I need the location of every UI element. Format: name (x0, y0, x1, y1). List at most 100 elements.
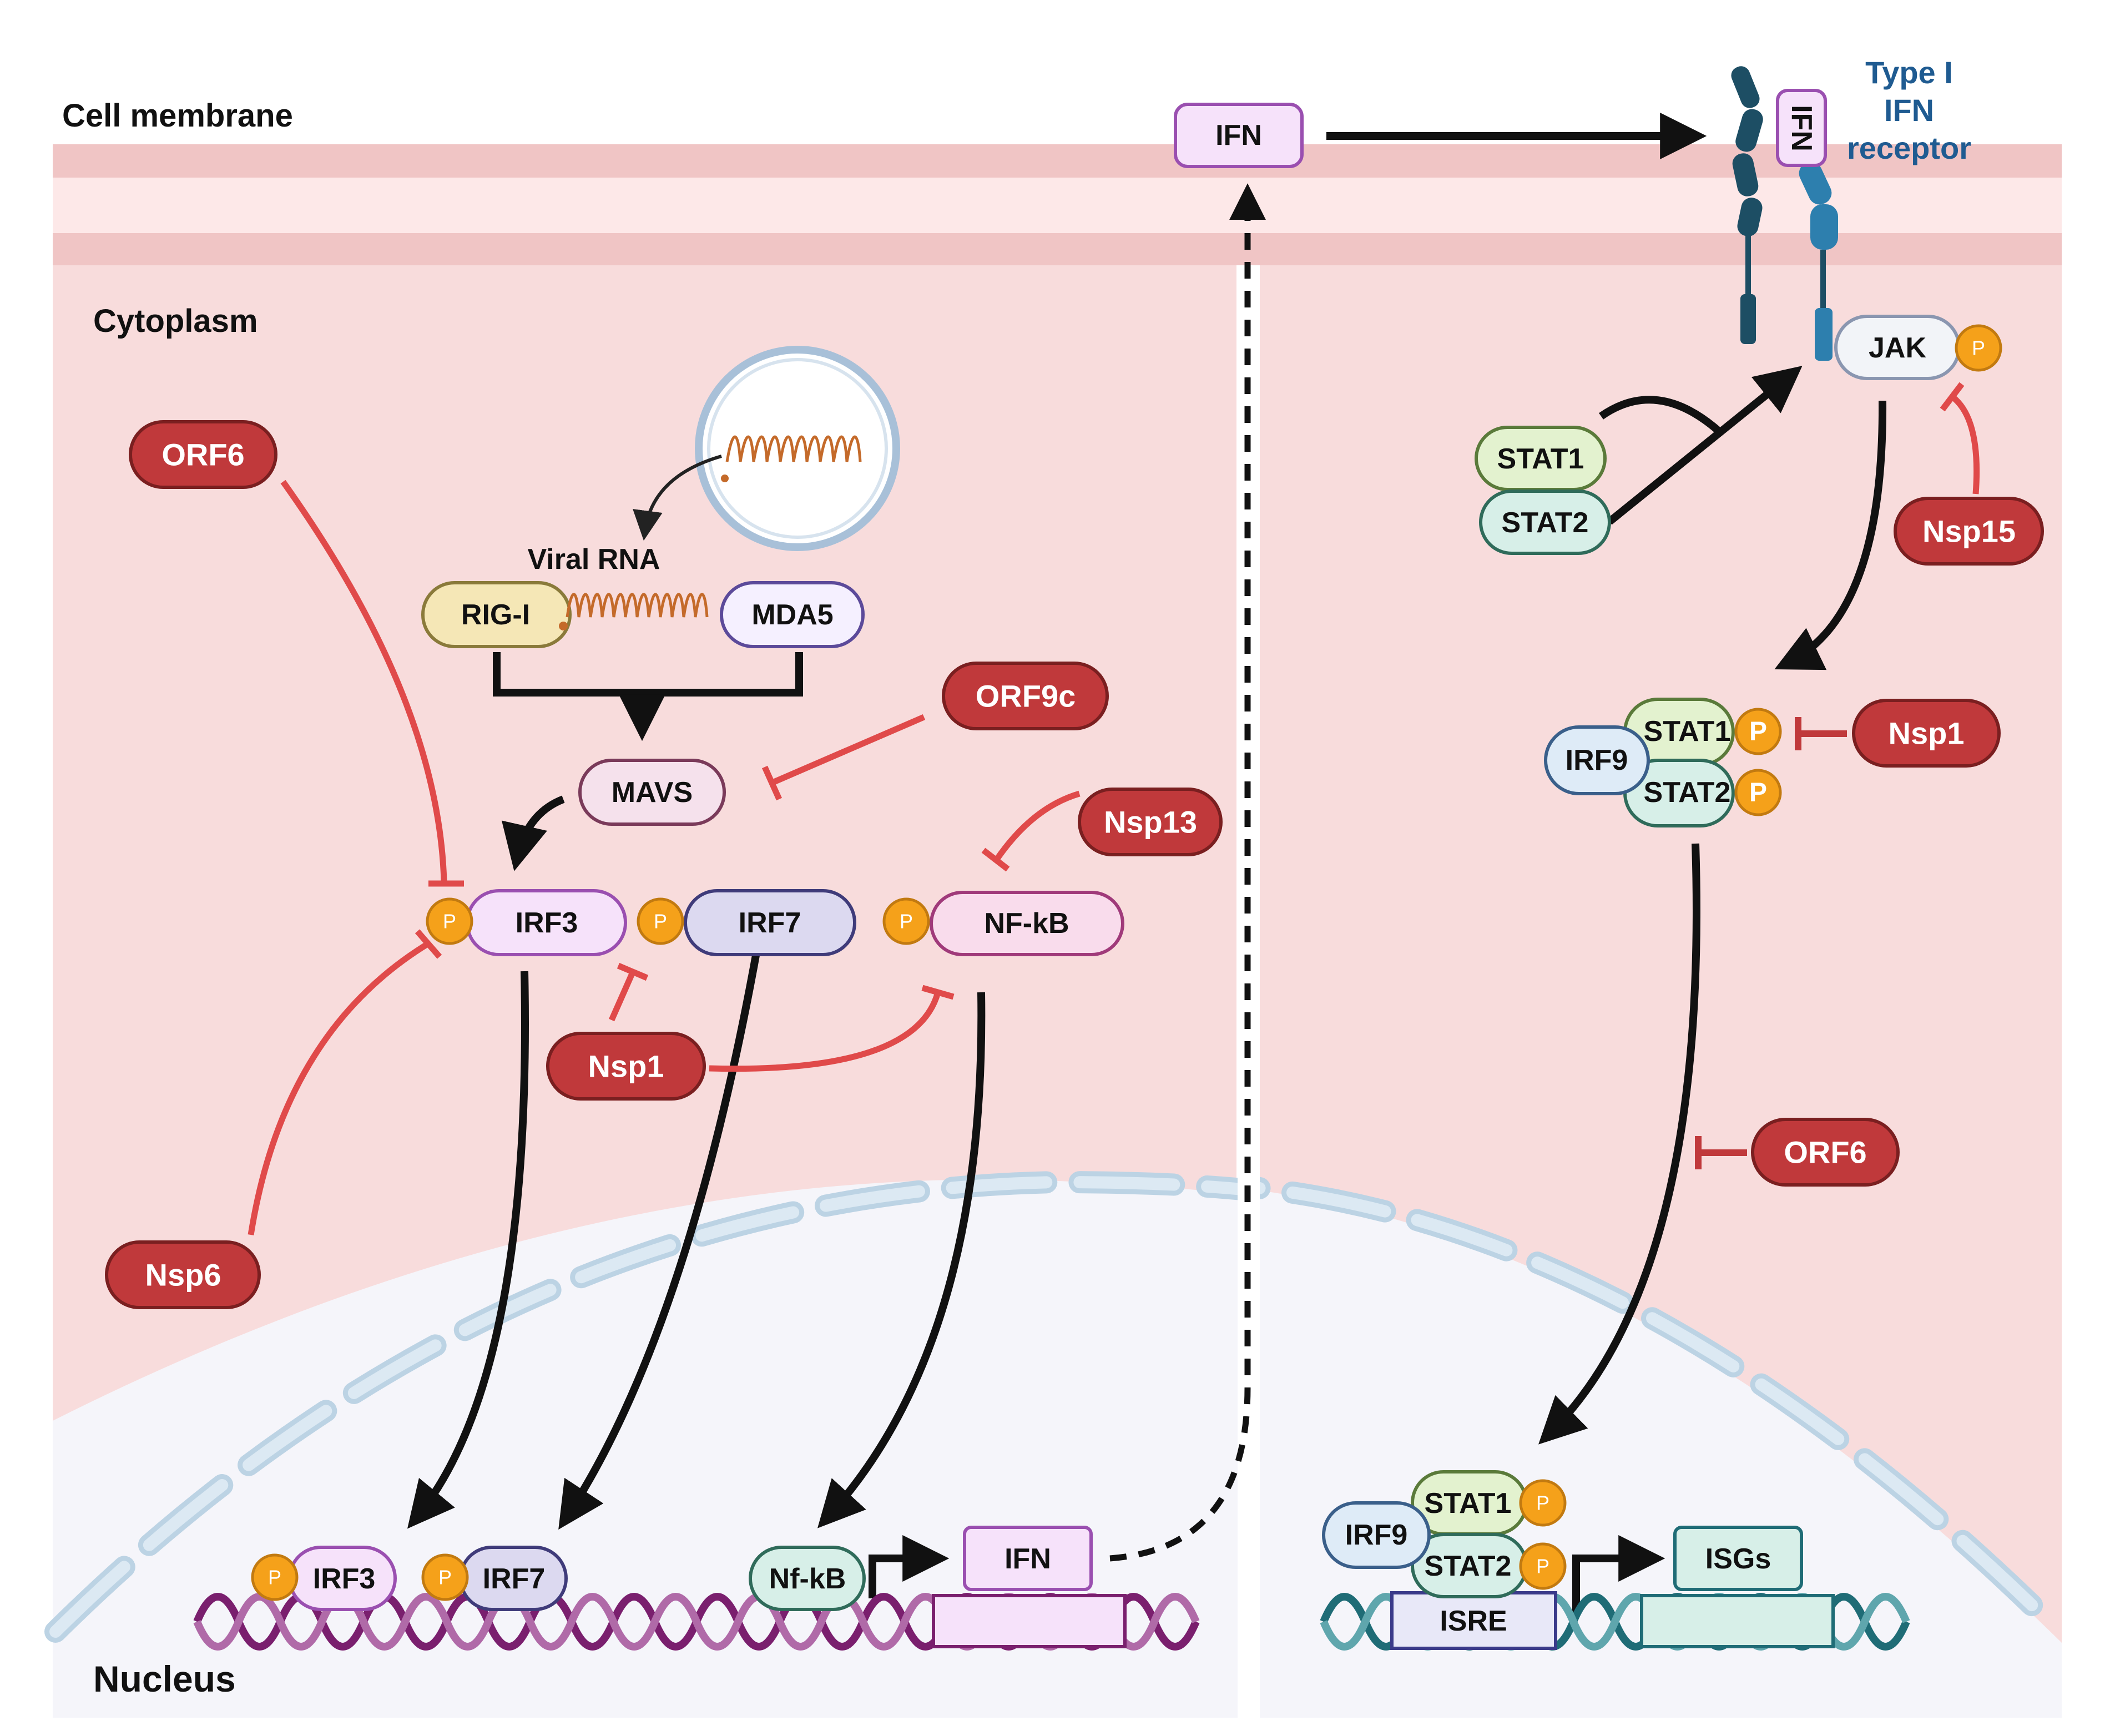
svg-text:STAT1: STAT1 (1644, 715, 1731, 748)
svg-text:P: P (900, 910, 913, 933)
svg-text:P: P (1536, 1555, 1549, 1578)
inhibit-nsp15-jak (1950, 394, 1980, 494)
svg-text:P: P (268, 1566, 281, 1589)
arrow-stat1-curve (1598, 396, 1720, 433)
jak-protein: JAK P (1834, 315, 2002, 380)
svg-text:Nsp1: Nsp1 (588, 1049, 664, 1084)
inhibit-orf9c-mavs (771, 714, 926, 786)
arrow-stat-complex-to-nucleus (1538, 843, 1700, 1445)
svg-text:IRF3: IRF3 (516, 907, 578, 939)
membrane-inner-band (53, 178, 2062, 233)
nuclear-isgf3-complex: STAT1 STAT2 IRF9 P P (1322, 1470, 1567, 1598)
nfkb-phospho-badge (882, 897, 930, 945)
arrow-irf7-to-nucleus (558, 945, 761, 1530)
stat1-protein: STAT1 (1475, 426, 1607, 491)
svg-text:Nsp13: Nsp13 (1104, 805, 1197, 840)
svg-text:Nsp15: Nsp15 (1922, 514, 2016, 549)
isg-gene-box (1640, 1594, 1835, 1648)
svg-text:STAT2: STAT2 (1502, 507, 1589, 539)
svg-text:IRF3: IRF3 (313, 1563, 376, 1595)
svg-text:P: P (1749, 778, 1767, 808)
nuclear-nfkb: Nf-kB (749, 1546, 866, 1611)
arrow-mavs-to-irf3 (501, 795, 565, 871)
cell-membrane-label: Cell membrane (62, 98, 293, 134)
svg-text:IFN: IFN (1785, 105, 1818, 152)
irf7-phospho-badge (637, 897, 684, 945)
membrane-lower-band (53, 233, 2062, 265)
svg-text:RIG-I: RIG-I (461, 599, 530, 631)
isre-promoter: ISRE (1390, 1591, 1557, 1650)
svg-text:STAT2: STAT2 (1425, 1550, 1512, 1582)
svg-text:STAT1: STAT1 (1425, 1487, 1512, 1520)
nuclear-envelope-right-inner (1260, 1182, 2059, 1632)
svg-text:IRF9: IRF9 (1566, 744, 1628, 776)
arrow-nfkb-to-nucleus (817, 992, 986, 1528)
rna-release-arrow (633, 455, 722, 541)
irf3-protein: IRF3 P (426, 889, 627, 956)
viral-rna-coil (725, 435, 862, 462)
viral-protein-orf9c: ORF9c (942, 662, 1109, 730)
inhibition-lines-dark (1695, 717, 1847, 1169)
svg-text:MDA5: MDA5 (751, 599, 833, 631)
svg-text:P: P (654, 910, 667, 933)
svg-text:Nsp6: Nsp6 (145, 1258, 221, 1293)
svg-text:MAVS: MAVS (612, 776, 693, 809)
viral-protein-nsp1-right: Nsp1 (1852, 699, 2001, 768)
svg-text:IRF9: IRF9 (1345, 1519, 1408, 1551)
panel-divider (1236, 265, 1260, 1736)
inhibit-nsp1-irf3irf7 (608, 971, 636, 1022)
inhibit-nsp1-nfkb (709, 991, 941, 1072)
svg-text:ISRE: ISRE (1440, 1605, 1507, 1637)
svg-text:ORF6: ORF6 (1784, 1135, 1866, 1170)
svg-text:P: P (438, 1566, 452, 1589)
receptor-label-line3: receptor (1847, 130, 1971, 165)
activation-arrows (407, 113, 1887, 1615)
svg-text:P: P (1972, 337, 1985, 360)
arrow-sensors-bracket (493, 652, 803, 697)
inhibit-nsp13-nfkb (993, 790, 1081, 862)
arrow-isgs-transcription (1572, 1535, 1665, 1615)
svg-text:Nf-kB: Nf-kB (769, 1563, 846, 1595)
svg-text:P: P (443, 910, 456, 933)
arrow-jak-to-stat-complex (1774, 400, 1887, 670)
viral-protein-nsp6: Nsp6 (105, 1240, 261, 1309)
svg-text:P: P (1536, 1492, 1549, 1515)
svg-text:ORF9c: ORF9c (976, 679, 1076, 714)
nuclear-envelope-left-inner (49, 1175, 1238, 1638)
svg-text:ISGs: ISGs (1705, 1543, 1771, 1575)
stat-complex: STAT1 STAT2 IRF9 P P (1544, 698, 1782, 827)
nuclear-irf7: IRF7 P (421, 1546, 568, 1611)
jak-phospho-badge (1955, 324, 2002, 372)
svg-text:Nsp1: Nsp1 (1889, 716, 1965, 751)
nuclear-irf3: IRF3 P (251, 1546, 397, 1611)
svg-text:JAK: JAK (1869, 332, 1926, 364)
ifn-membrane: IFN (1174, 103, 1304, 168)
viral-protein-nsp13: Nsp13 (1078, 788, 1223, 856)
svg-text:STAT2: STAT2 (1644, 776, 1731, 809)
arrow-ifn-transcription (869, 1535, 950, 1598)
mda5-protein: MDA5 (720, 581, 865, 648)
viral-protein-nsp1-left: Nsp1 (546, 1032, 706, 1101)
svg-text:IFN: IFN (1004, 1543, 1051, 1575)
nfkb-protein: NF-kB P (882, 891, 1124, 956)
receptor-label-line2: IFN (1884, 93, 1934, 128)
inhibition-lines (248, 382, 1980, 1235)
membrane-outer-band (53, 144, 2062, 178)
viral-protein-orf6-left: ORF6 (129, 420, 277, 489)
svg-text:STAT1: STAT1 (1497, 443, 1584, 475)
svg-text:IRF7: IRF7 (483, 1563, 546, 1595)
virus-particle (633, 346, 900, 551)
cytoplasm-label: Cytoplasm (93, 303, 258, 339)
svg-text:NF-kB: NF-kB (984, 907, 1069, 940)
svg-text:ORF6: ORF6 (161, 437, 244, 472)
irf7-protein: IRF7 P (637, 889, 856, 956)
svg-text:P: P (1749, 717, 1767, 746)
svg-text:IRF7: IRF7 (739, 907, 801, 939)
svg-text:IFN: IFN (1215, 119, 1262, 152)
ifn-gene-box (932, 1594, 1127, 1648)
arrow-stat2-to-jak (1607, 366, 1803, 525)
receptor-label-line1: Type I (1865, 55, 1953, 90)
mavs-protein: MAVS (578, 759, 726, 826)
arrow-irf3-to-nucleus (407, 971, 529, 1529)
